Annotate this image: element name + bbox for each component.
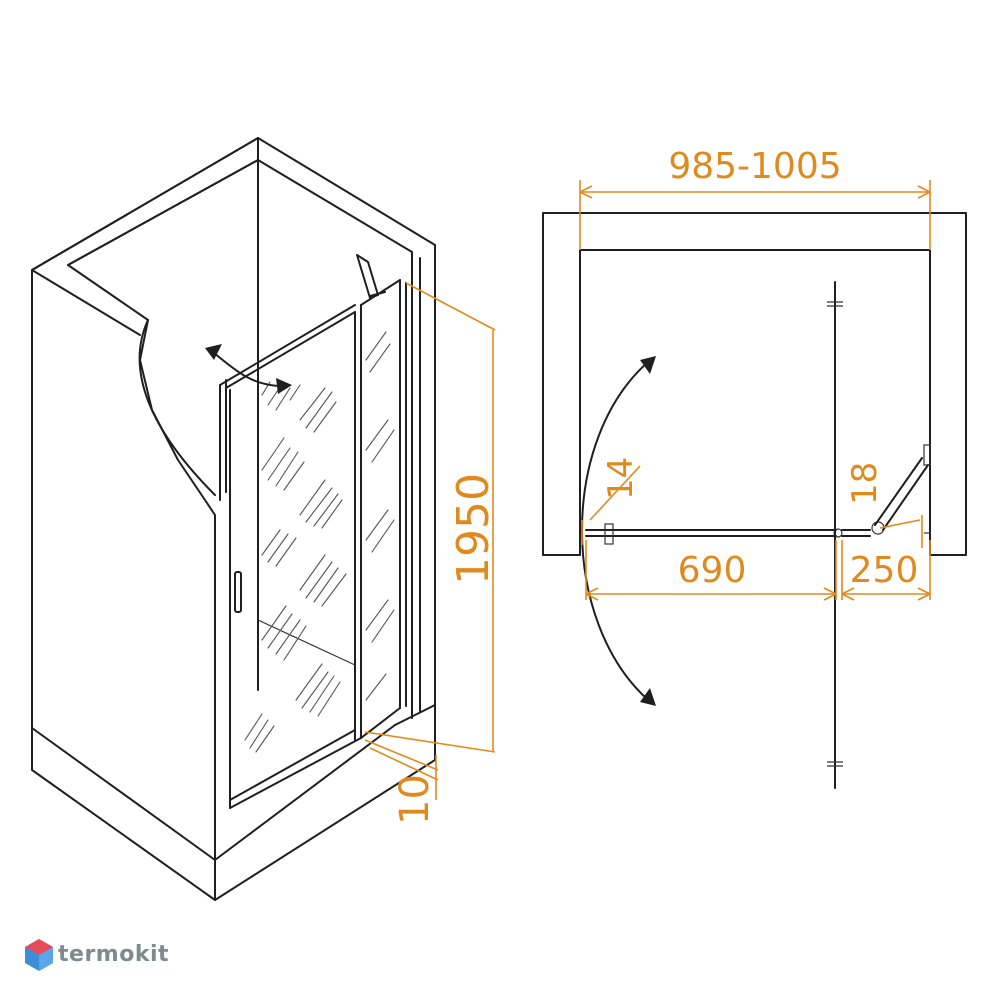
height-dimension: 1950 xyxy=(448,473,499,585)
threshold-dimension: 10 xyxy=(392,774,438,825)
arrow-icon xyxy=(640,688,656,706)
fixed-width-dimension: 250 xyxy=(850,550,919,591)
arrow-icon xyxy=(276,378,292,394)
door-width-dimension: 690 xyxy=(678,550,747,591)
brand-name: termokit xyxy=(58,942,170,967)
isometric-view: 1950 10 xyxy=(31,137,499,901)
arrow-icon xyxy=(205,344,222,360)
plan-view: 985-1005 690 250 xyxy=(542,146,967,789)
termokit-logo-icon xyxy=(25,939,53,971)
right-gap-dimension: 18 xyxy=(845,462,885,505)
arrow-icon xyxy=(640,356,656,374)
overall-width-dimension: 985-1005 xyxy=(668,146,841,187)
left-gap-dimension: 14 xyxy=(601,457,641,500)
